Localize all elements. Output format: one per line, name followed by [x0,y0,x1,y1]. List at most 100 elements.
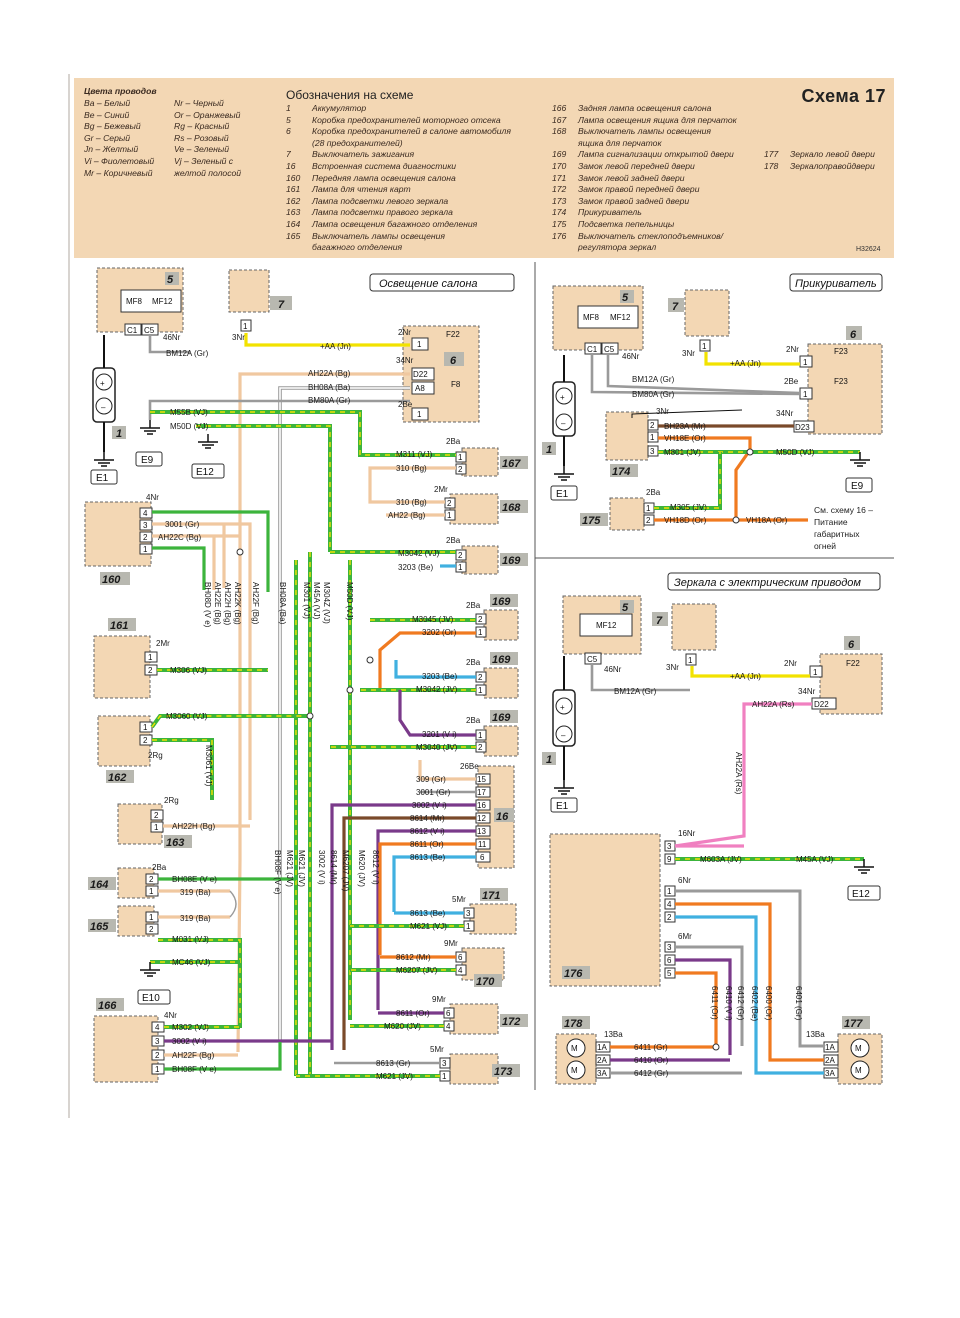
mirror-wire-labels: 46Nr 3Nr BM12A (Gr) +AA (Jn) 2Nr 34Nr AH… [604,659,834,1078]
svg-text:46Nr: 46Nr [604,665,622,674]
svg-text:MF12: MF12 [610,313,631,322]
svg-text:6411 (Or): 6411 (Or) [710,986,719,1020]
legend-item-number: 177 [764,149,779,159]
svg-text:+: + [560,703,565,712]
svg-text:4: 4 [143,509,148,518]
trunk-lamp-switch-165: 1 2 165 [88,905,159,937]
mirror-fuse-box-5: MF12 C5 5 [562,595,642,665]
lighter-grounds: E1 E9 [550,448,873,524]
scheme-title: Схема 17 [801,86,886,106]
svg-text:8613 (Be): 8613 (Be) [410,909,445,918]
legend-item-text: Лампа подсветки левого зеркала [312,195,449,206]
svg-text:2Be: 2Be [398,400,413,409]
svg-text:M3061 (VJ): M3061 (VJ) [204,745,213,787]
svg-text:2Mr: 2Mr [156,639,170,648]
wire-color-item: желтой полосой [174,167,242,178]
svg-text:1: 1 [458,563,463,572]
svg-text:6402 (Be): 6402 (Be) [750,986,759,1021]
svg-text:2: 2 [143,533,148,542]
legend-item-text: Прикуриватель [578,207,642,218]
legend-item-text: Лампа подсветки правого зеркала [312,207,453,218]
svg-text:1: 1 [442,1072,447,1081]
svg-text:1: 1 [546,754,552,766]
svg-text:M3042 (VJ): M3042 (VJ) [398,549,440,558]
svg-text:2Ba: 2Ba [466,716,481,725]
svg-text:1: 1 [155,1065,160,1074]
svg-text:D22: D22 [814,700,829,709]
svg-text:1: 1 [667,887,672,896]
svg-text:1: 1 [243,322,248,331]
svg-text:310 (Bg): 310 (Bg) [396,498,427,507]
svg-text:M3060 (VJ): M3060 (VJ) [166,712,208,721]
svg-text:169: 169 [492,596,511,608]
svg-text:2: 2 [447,499,452,508]
section-title-interior-text: Освещение салона [379,278,477,290]
svg-text:M6207 (JV): M6207 (JV) [396,966,438,975]
svg-text:BH08F (V e): BH08F (V e) [172,1065,217,1074]
svg-text:5Mr: 5Mr [452,895,466,904]
legend-item-number: 160 [286,172,301,183]
svg-text:MC46 (VJ): MC46 (VJ) [172,958,211,967]
wire-color-item: Mr – Коричневый [84,167,153,178]
svg-text:F23: F23 [834,347,848,356]
mirror-wires [563,656,864,1075]
svg-text:178: 178 [564,1018,583,1030]
svg-text:C1: C1 [587,345,598,354]
svg-text:1: 1 [466,922,471,931]
svg-text:C5: C5 [604,345,615,354]
legend-item-text: Встроенная система диагностики [312,160,457,171]
legend-item-number: 161 [286,184,301,195]
svg-text:3203 (Be): 3203 (Be) [398,563,433,572]
legend-item-text: Аккумулятор [312,103,367,113]
svg-text:169: 169 [502,555,521,567]
legend-item-number: 16 [286,160,296,171]
wire-color-item: Vj – Зеленый с [174,155,234,166]
svg-text:2Nr: 2Nr [784,659,797,668]
svg-text:M603A (JV): M603A (JV) [700,855,742,864]
svg-text:M621 (JV): M621 (JV) [376,1072,413,1081]
ignition-switch-7: 1 7 [228,269,292,332]
svg-text:2: 2 [148,666,153,675]
legend-item-number: 1 [286,103,291,113]
svg-text:VH18A (Or): VH18A (Or) [746,516,788,525]
svg-text:MF8: MF8 [126,297,143,306]
lighter-battery-1: + – 1 [542,381,576,456]
svg-text:M45A (VJ): M45A (VJ) [796,855,834,864]
svg-text:M620 (JV): M620 (JV) [357,850,366,887]
svg-text:319 (Ba): 319 (Ba) [180,888,211,897]
wire-color-item: Be – Синий [84,109,130,120]
left-mirror-lamp-162: 1 2 162 [97,715,153,784]
svg-text:9Mr: 9Mr [444,939,458,948]
svg-text:MF12: MF12 [596,621,617,630]
svg-text:7: 7 [672,301,679,313]
svg-text:BH08D (V e): BH08D (V e) [203,582,212,628]
svg-text:6401 (Gr): 6401 (Gr) [794,986,803,1021]
svg-text:3: 3 [466,909,471,918]
svg-text:3201 (V i): 3201 (V i) [422,730,457,739]
legend-item-text: Передняя лампа освещения салона [312,172,456,183]
svg-text:7: 7 [656,615,663,627]
svg-text:M6207 (JV): M6207 (JV) [341,850,350,892]
svg-text:AH22K (Bg): AH22K (Bg) [233,582,242,625]
svg-text:6Mr: 6Mr [678,932,692,941]
legend-item-number: 164 [286,218,301,229]
svg-text:D22: D22 [413,370,428,379]
svg-text:2: 2 [650,421,655,430]
legend-item-number: 163 [286,207,301,218]
svg-text:E12: E12 [852,889,870,900]
svg-text:AH22H (Bg): AH22H (Bg) [223,582,232,625]
legend-item-number: 166 [552,103,567,113]
window-mirror-switch-176: 3 9 1 4 2 3 6 5 176 [549,833,676,987]
left-vertical-labels: BH08D (V e) AH22E (Bg) AH22H (Bg) AH22K … [203,582,380,895]
wire-colors-title: Цвета проводов [84,86,157,96]
front-interior-lamp-160: 4 3 2 1 160 [84,501,153,586]
legend-item-text: ящика для перчаток [578,137,662,148]
svg-text:163: 163 [166,837,184,849]
